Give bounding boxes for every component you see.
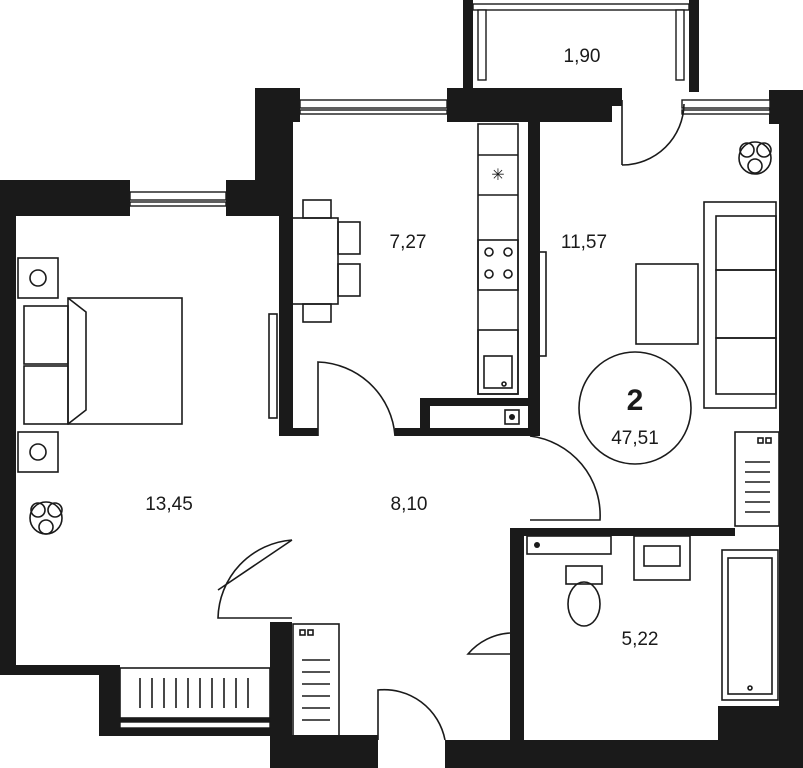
bed-icon bbox=[23, 297, 183, 425]
doors bbox=[217, 100, 685, 741]
stove-icon bbox=[477, 239, 519, 291]
radiator-icon bbox=[292, 623, 340, 737]
living-room-area: 11,57 bbox=[561, 232, 607, 253]
toilet-icon bbox=[565, 565, 603, 627]
bathroom-area: 5,22 bbox=[622, 629, 659, 650]
total-badge: 2 47,51 bbox=[578, 351, 692, 465]
nightstand-bottom bbox=[17, 431, 59, 473]
rooms-count: 2 bbox=[627, 384, 644, 417]
windows bbox=[119, 3, 771, 729]
sofa-icon bbox=[703, 201, 777, 409]
fridge-icon: ✳ bbox=[478, 154, 518, 196]
washbasin-icon bbox=[633, 535, 691, 581]
kitchen-counter bbox=[477, 123, 519, 395]
kitchen-area: 7,27 bbox=[390, 232, 427, 253]
furniture: ✳ bbox=[17, 123, 780, 737]
bedroom-area: 13,45 bbox=[145, 494, 193, 515]
bath-shelf bbox=[526, 535, 612, 555]
bathtub-icon bbox=[721, 549, 779, 701]
table-icon bbox=[291, 199, 361, 323]
balcony-area: 1,90 bbox=[564, 46, 601, 67]
plant-icon bbox=[29, 501, 63, 535]
radiator-icon bbox=[734, 431, 780, 527]
plant-icon bbox=[738, 141, 772, 175]
bedroom-mirror bbox=[268, 313, 278, 419]
svg-text:✳: ✳ bbox=[491, 167, 504, 184]
sink-icon bbox=[477, 329, 519, 395]
wardrobe-icon bbox=[119, 667, 271, 719]
boiler-icon bbox=[504, 409, 520, 425]
nightstand-top bbox=[17, 257, 59, 299]
total-area: 47,51 bbox=[611, 428, 659, 449]
tv-stand bbox=[537, 251, 547, 357]
room-labels: 1,90 7,27 11,57 13,45 8,10 5,22 bbox=[145, 46, 658, 650]
coffee-table bbox=[635, 263, 699, 345]
hallway-area: 8,10 bbox=[391, 494, 428, 515]
